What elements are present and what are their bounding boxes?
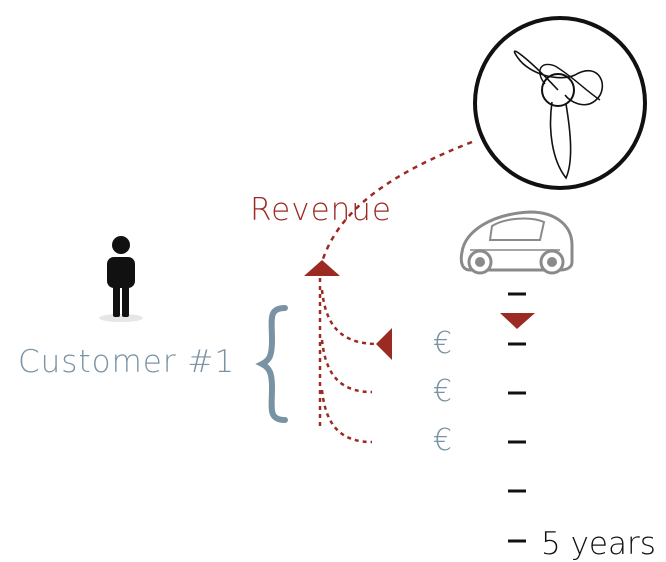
payment-branch-1 bbox=[320, 289, 379, 346]
timeline bbox=[508, 292, 526, 543]
euro-symbol: € bbox=[433, 423, 453, 458]
timeline-end-label: 5 years bbox=[541, 526, 656, 562]
payment-branch-2 bbox=[320, 339, 373, 394]
timeline-down-arrow-icon bbox=[500, 313, 535, 329]
wind-turbine-icon bbox=[473, 16, 647, 190]
car-icon bbox=[459, 210, 574, 275]
payment-branch-3 bbox=[320, 389, 373, 444]
brace-icon bbox=[255, 305, 288, 423]
euro-symbol: € bbox=[433, 374, 453, 409]
triangle-marker-icon bbox=[376, 328, 392, 360]
revenue-arrow-icon bbox=[304, 260, 340, 276]
revenue-label: Revenue bbox=[250, 192, 393, 228]
euro-symbol: € bbox=[433, 326, 453, 361]
person-icon bbox=[99, 236, 143, 322]
customer-label: Customer #1 bbox=[18, 344, 236, 380]
